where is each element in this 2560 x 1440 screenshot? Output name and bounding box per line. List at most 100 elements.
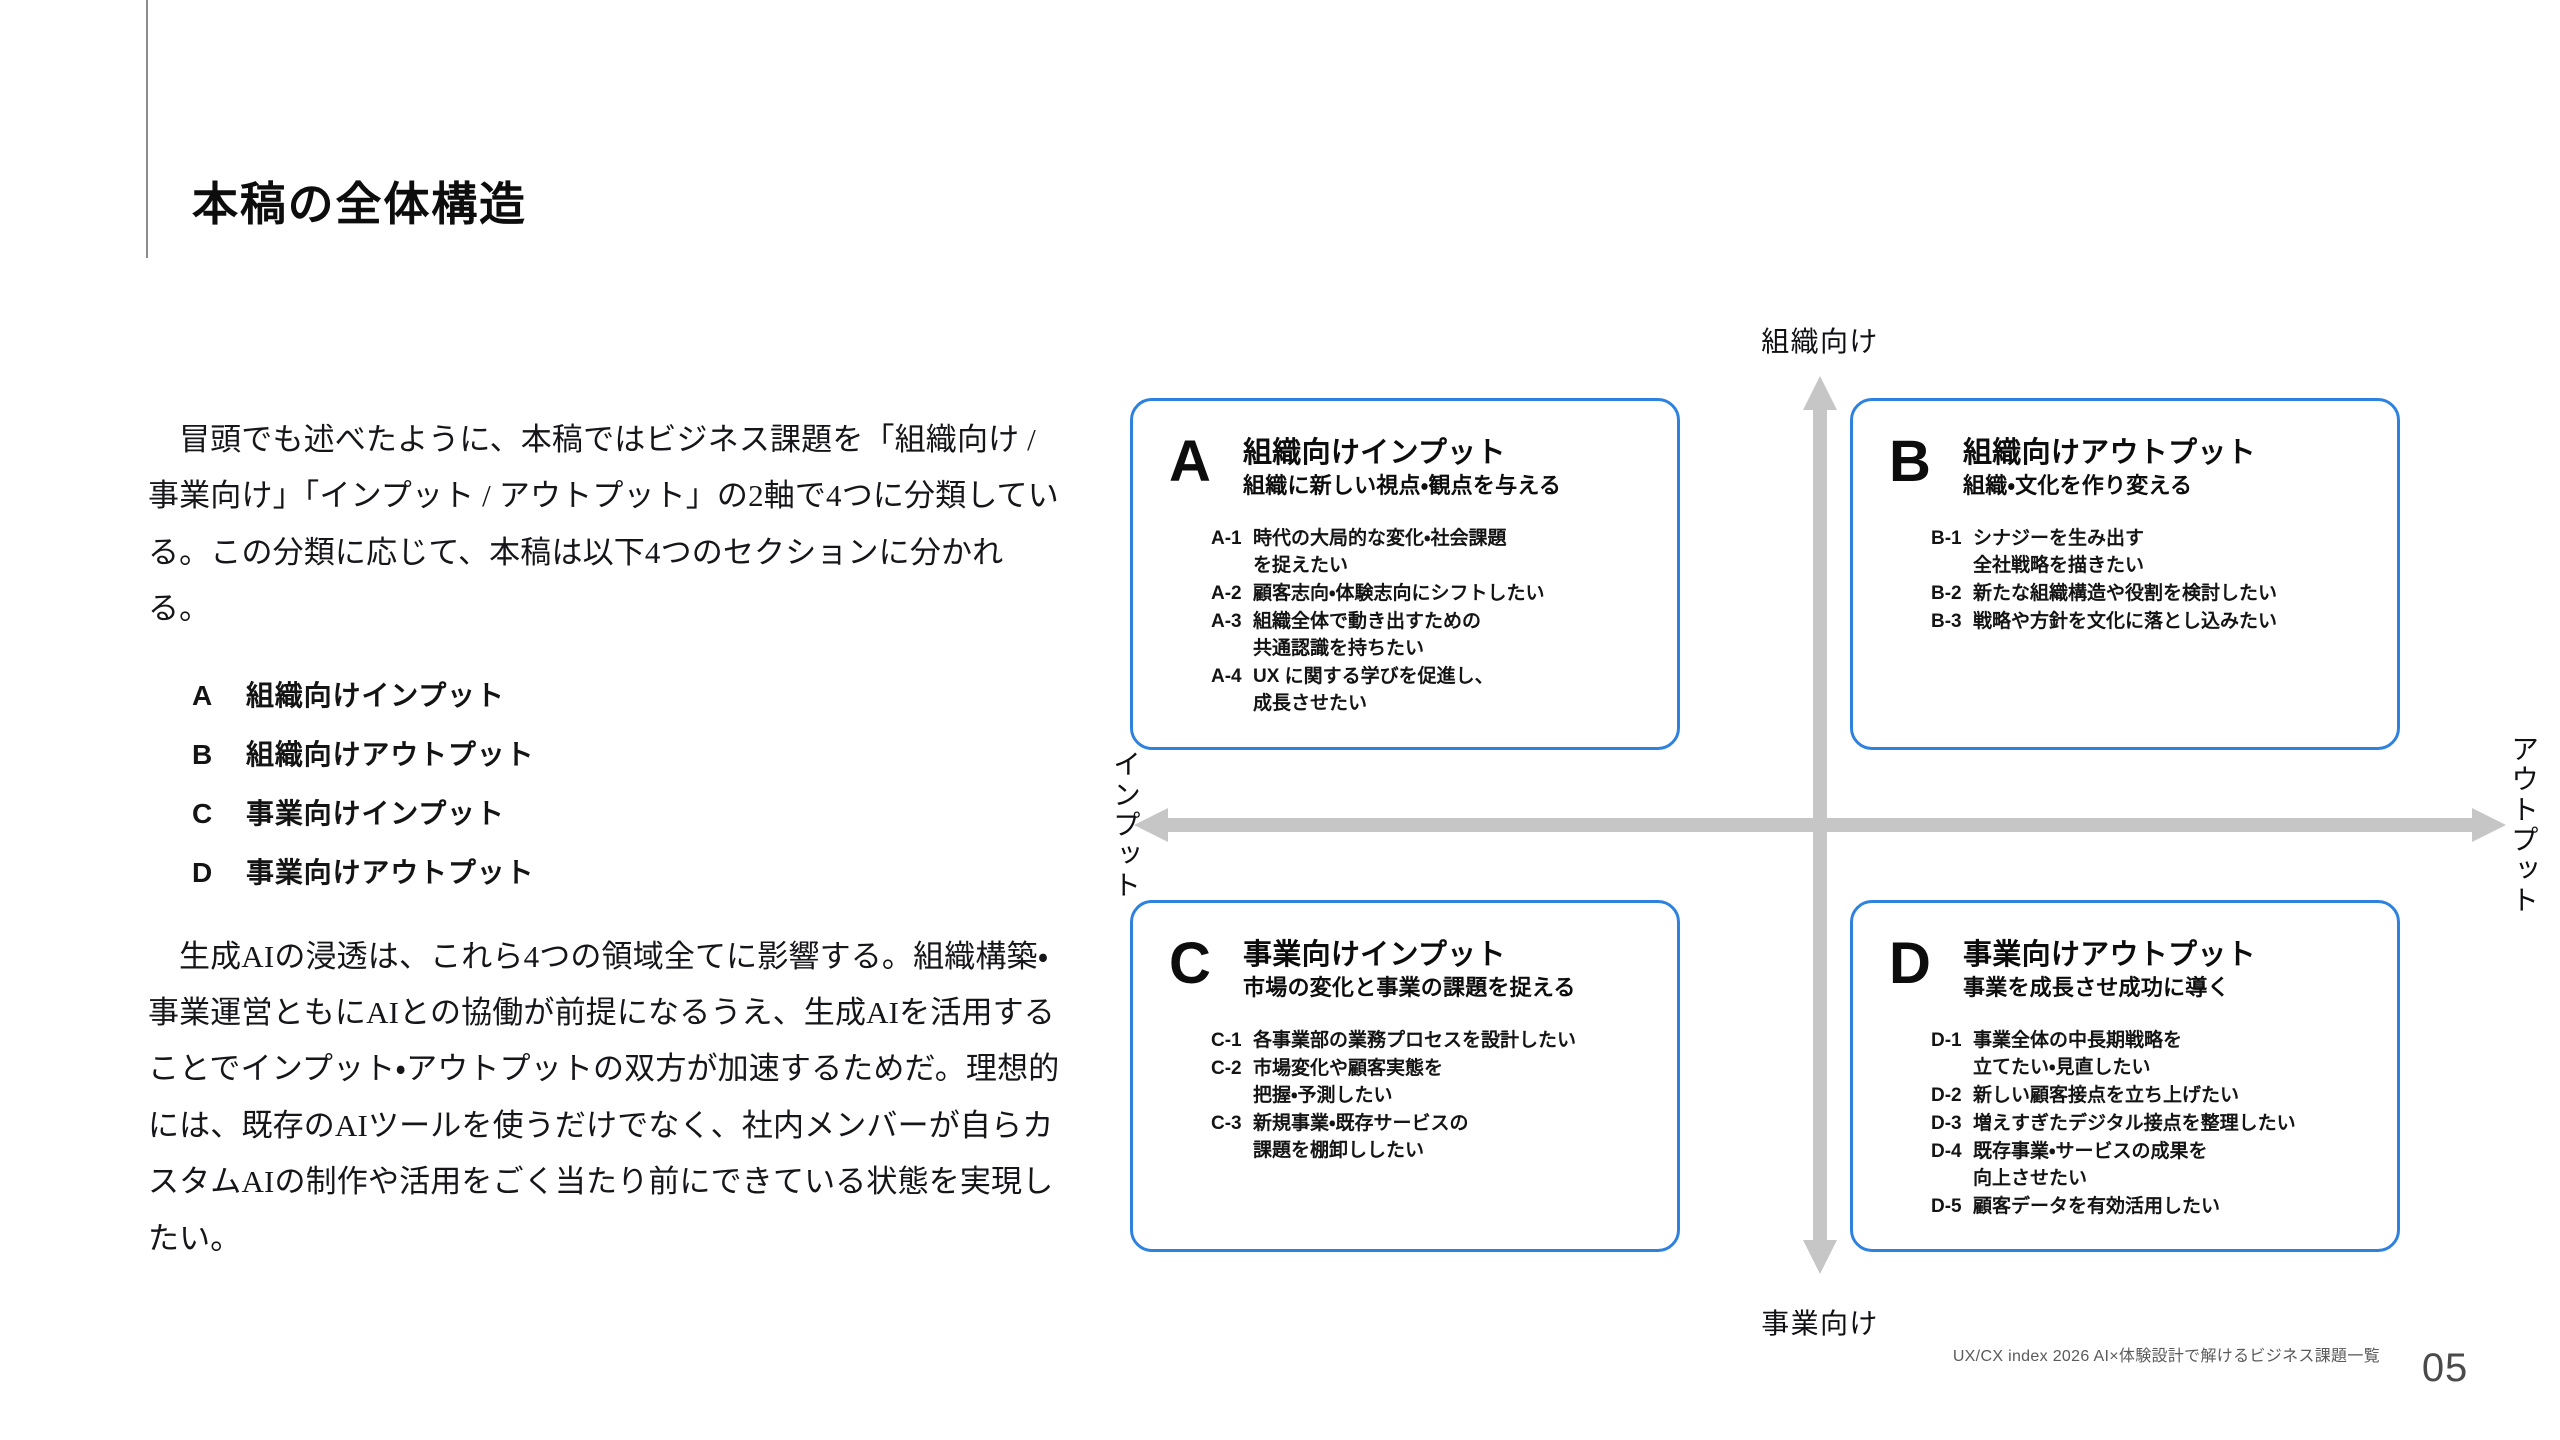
item-text: 新しい顧客接点を立ち上げたい [1973,1084,2240,1106]
list-item: D-3 増えすぎたデジタル接点を整理したい [1931,1111,2367,1138]
item-key: A-2 [1211,582,1242,604]
item-key: C-3 [1211,1112,1242,1134]
quadrant-letter: B [1889,429,1931,494]
horizontal-axis-line [1165,818,2485,832]
card-titles: 組織向けアウトプット 組織・文化を作り変える [1963,435,2256,500]
card-titles: 組織向けインプット 組織に新しい視点・観点を与える [1243,435,1561,500]
intro-paragraph: 冒頭でも述べたように、本稿ではビジネス課題を「組織向け / 事業向け」「インプッ… [148,422,1059,627]
card-header: C 事業向けインプット 市場の変化と事業の課題を捉える [1169,931,1647,1002]
card-header: B 組織向けアウトプット 組織・文化を作り変える [1889,429,2367,500]
item-key: C-1 [1211,1029,1242,1051]
quadrant-subtitle: 事業を成長させ成功に導く [1963,975,2230,1001]
section-label: 組織向けアウトプット [246,738,535,770]
item-text: UX に関する学びを促進し、 成長させたい [1253,665,1494,714]
title-accent-rule [146,0,148,258]
quadrant-subtitle: 市場の変化と事業の課題を捉える [1243,975,1576,1001]
section-list-item-c: C 事業向けインプット [148,797,1060,829]
body-column: 冒頭でも述べたように、本稿ではビジネス課題を「組織向け / 事業向け」「インプッ… [148,412,1060,1267]
page-title: 本稿の全体構造 [192,177,527,230]
item-key: D-5 [1931,1195,1962,1217]
item-key: A-4 [1211,665,1242,687]
item-text: 各事業部の業務プロセスを設計したい [1253,1029,1577,1051]
quadrant-card-d: D 事業向けアウトプット 事業を成長させ成功に導く D-1 事業全体の中長期戦略… [1850,900,2400,1252]
quadrant-item-list: D-1 事業全体の中長期戦略を 立てたい・見直したい D-2 新しい顧客接点を立… [1889,1028,2367,1221]
item-text: 市場変化や顧客実態を 把握・予測したい [1253,1057,1444,1106]
item-key: C-2 [1211,1057,1242,1079]
quadrant-item-list: C-1 各事業部の業務プロセスを設計したい C-2 市場変化や顧客実態を 把握・… [1169,1028,1647,1165]
list-item: C-2 市場変化や顧客実態を 把握・予測したい [1211,1056,1647,1110]
quadrant-title: 組織向けアウトプット [1963,437,2256,469]
section-label: 事業向けインプット [246,797,505,829]
item-text: 顧客志向・体験志向にシフトしたい [1253,582,1545,604]
axis-label-top: 組織向け [1761,327,1879,358]
item-key: D-2 [1931,1084,1962,1106]
item-key: D-1 [1931,1029,1962,1051]
item-text: 事業全体の中長期戦略を 立てたい・見直したい [1973,1029,2183,1078]
list-item: D-2 新しい顧客接点を立ち上げたい [1931,1083,2367,1110]
card-titles: 事業向けアウトプット 事業を成長させ成功に導く [1963,937,2256,1002]
item-text: 増えすぎたデジタル接点を整理したい [1973,1112,2296,1134]
item-key: B-1 [1931,527,1962,549]
item-text: 新たな組織構造や役割を検討したい [1973,582,2278,604]
quadrant-item-list: B-1 シナジーを生み出す 全社戦略を描きたい B-2 新たな組織構造や役割を検… [1889,526,2367,636]
quadrant-subtitle: 組織・文化を作り変える [1963,473,2193,499]
item-key: B-3 [1931,610,1962,632]
quadrant-title: 事業向けアウトプット [1963,939,2256,971]
item-key: D-4 [1931,1140,1962,1162]
item-text: 新規事業・既存サービスの 課題を棚卸ししたい [1253,1112,1469,1161]
quadrant-card-c: C 事業向けインプット 市場の変化と事業の課題を捉える C-1 各事業部の業務プ… [1130,900,1680,1252]
quadrant-diagram: 組織向け 事業向け インプット アウトプット A 組織向けインプット 組織に新し… [1109,327,2538,1340]
list-item: B-3 戦略や方針を文化に落とし込みたい [1931,609,2367,636]
arrow-right-icon [2472,808,2506,842]
section-key: A [192,679,214,711]
quadrant-title: 事業向けインプット [1243,939,1506,971]
list-item: B-1 シナジーを生み出す 全社戦略を描きたい [1931,526,2367,580]
page-number: 05 [2421,1346,2468,1390]
quadrant-subtitle: 組織に新しい視点・観点を与える [1243,473,1562,499]
item-text: シナジーを生み出す 全社戦略を描きたい [1973,527,2145,576]
quadrant-title: 組織向けインプット [1243,437,1506,469]
section-key: B [192,738,214,770]
section-key: C [192,797,214,829]
axis-label-right: アウトプット [2507,734,2538,916]
list-item: D-1 事業全体の中長期戦略を 立てたい・見直したい [1931,1028,2367,1082]
list-item: A-2 顧客志向・体験志向にシフトしたい [1211,581,1647,608]
item-key: D-3 [1931,1112,1962,1134]
card-header: D 事業向けアウトプット 事業を成長させ成功に導く [1889,931,2367,1002]
item-text: 組織全体で動き出すための 共通認識を持ちたい [1253,610,1482,659]
section-key: D [192,856,214,888]
section-list: A 組織向けインプット B 組織向けアウトプット C 事業向けインプット D 事… [148,679,1060,888]
item-key: A-1 [1211,527,1242,549]
list-item: D-5 顧客データを有効活用したい [1931,1194,2367,1221]
item-text: 既存事業・サービスの成果を 向上させたい [1973,1140,2208,1189]
arrow-down-icon [1803,1240,1837,1274]
list-item: C-3 新規事業・既存サービスの 課題を棚卸ししたい [1211,1111,1647,1165]
card-header: A 組織向けインプット 組織に新しい視点・観点を与える [1169,429,1647,500]
axis-label-bottom: 事業向け [1761,1309,1879,1340]
list-item: B-2 新たな組織構造や役割を検討したい [1931,581,2367,608]
closing-paragraph: 生成AIの浸透は、これら4つの領域全てに影響する。組織構築・事業運営ともにAIと… [148,938,1060,1256]
section-list-item-b: B 組織向けアウトプット [148,738,1060,770]
list-item: D-4 既存事業・サービスの成果を 向上させたい [1931,1139,2367,1193]
list-item: A-1 時代の大局的な変化・社会課題 を捉えたい [1211,526,1647,580]
section-list-item-a: A 組織向けインプット [148,679,1060,711]
item-text: 戦略や方針を文化に落とし込みたい [1973,610,2278,632]
quadrant-item-list: A-1 時代の大局的な変化・社会課題 を捉えたい A-2 顧客志向・体験志向にシ… [1169,526,1647,718]
item-key: A-3 [1211,610,1242,632]
list-item: C-1 各事業部の業務プロセスを設計したい [1211,1028,1647,1055]
quadrant-letter: D [1889,931,1931,996]
quadrant-letter: A [1169,429,1211,494]
section-list-item-d: D 事業向けアウトプット [148,856,1060,888]
arrow-left-icon [1134,808,1168,842]
section-label: 事業向けアウトプット [246,856,535,888]
quadrant-card-a: A 組織向けインプット 組織に新しい視点・観点を与える A-1 時代の大局的な変… [1130,398,1680,750]
arrow-up-icon [1803,376,1837,410]
card-titles: 事業向けインプット 市場の変化と事業の課題を捉える [1243,937,1576,1002]
list-item: A-4 UX に関する学びを促進し、 成長させたい [1211,664,1647,718]
section-label: 組織向けインプット [246,679,505,711]
list-item: A-3 組織全体で動き出すための 共通認識を持ちたい [1211,609,1647,663]
quadrant-card-b: B 組織向けアウトプット 組織・文化を作り変える B-1 シナジーを生み出す 全… [1850,398,2400,750]
quadrant-letter: C [1169,931,1211,996]
item-text: 時代の大局的な変化・社会課題 を捉えたい [1253,527,1507,576]
item-key: B-2 [1931,582,1962,604]
